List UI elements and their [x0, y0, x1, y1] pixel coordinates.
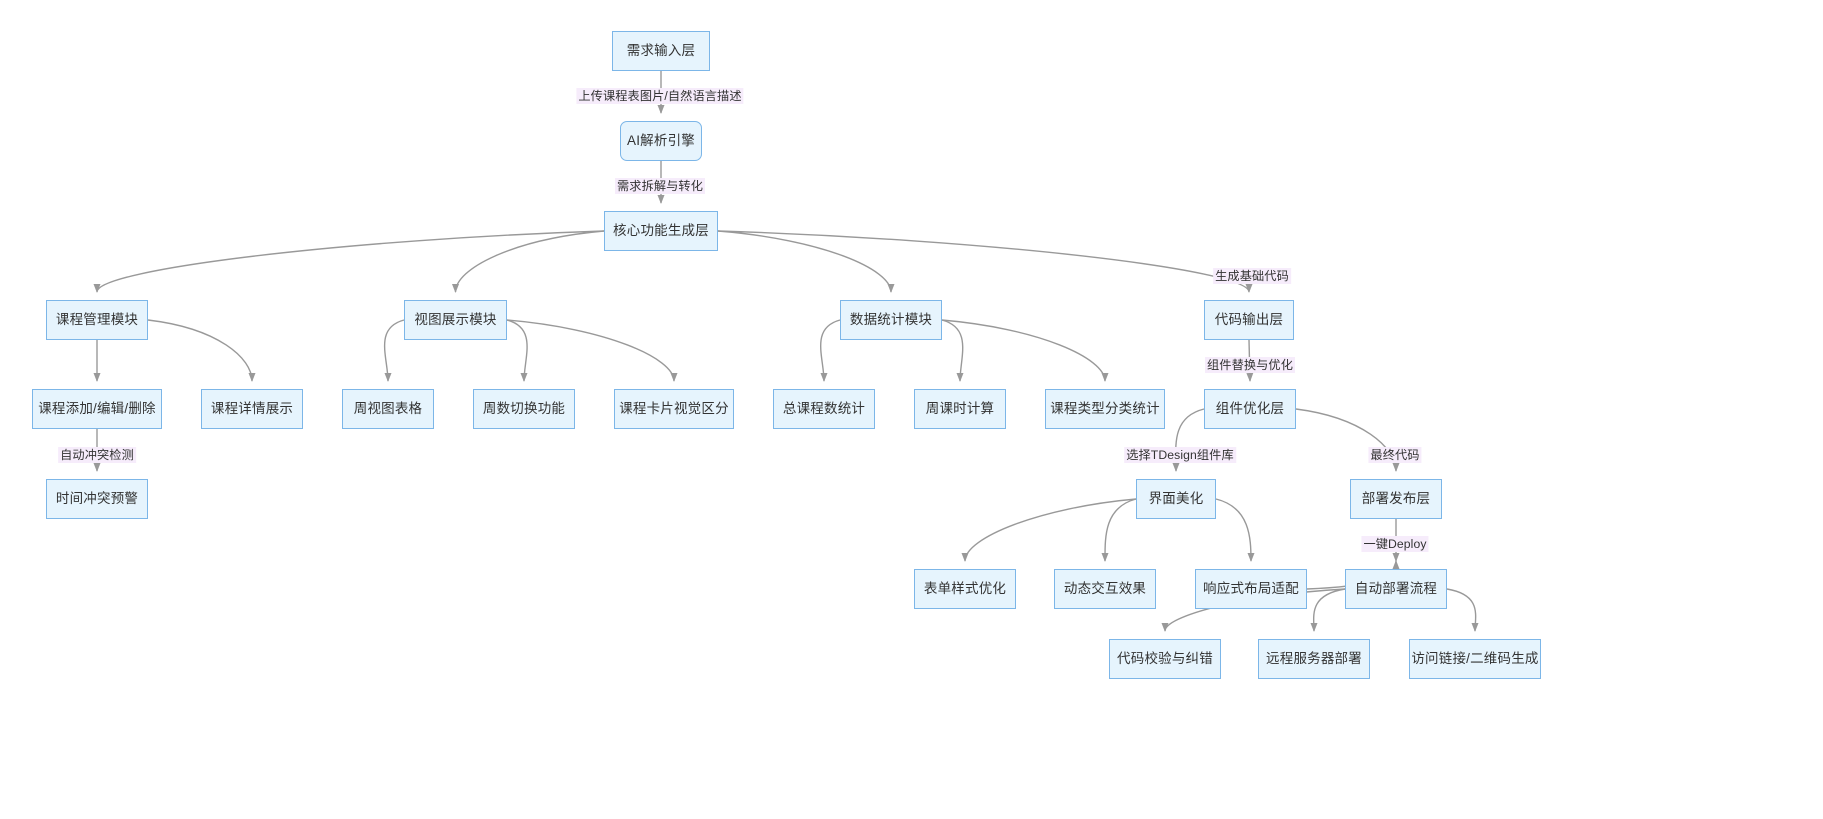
- flowchart-edge: [717, 230, 895, 293]
- node-label: 总课程数统计: [782, 401, 866, 417]
- edge-label: 上传课程表图片/自然语言描述: [576, 87, 744, 105]
- node-label: 视图展示模块: [414, 312, 497, 328]
- node-label: 远程服务器部署: [1266, 651, 1362, 667]
- flowchart-node[interactable]: 周课时计算: [914, 389, 1006, 429]
- flowchart-node[interactable]: 时间冲突预警: [46, 479, 148, 519]
- node-label: 组件优化层: [1215, 401, 1285, 417]
- flowchart-edge: [383, 319, 405, 382]
- flowchart-edge: [1215, 498, 1255, 562]
- node-label: 自动部署流程: [1354, 581, 1438, 597]
- flowchart-node[interactable]: 视图展示模块: [404, 300, 507, 340]
- node-label: 界面美化: [1148, 491, 1204, 507]
- flowchart-node[interactable]: 总课程数统计: [773, 389, 875, 429]
- flowchart-node[interactable]: 动态交互效果: [1054, 569, 1156, 609]
- flowchart-node[interactable]: 课程添加/编辑/删除: [32, 389, 162, 429]
- flowchart-node[interactable]: 周视图表格: [342, 389, 434, 429]
- flowchart-node[interactable]: 部署发布层: [1350, 479, 1442, 519]
- node-label: 代码输出层: [1214, 312, 1284, 328]
- flowchart-edge: [961, 498, 1137, 562]
- node-label: 课程类型分类统计: [1050, 401, 1160, 417]
- node-label: 时间冲突预警: [55, 491, 139, 507]
- node-label: 周数切换功能: [482, 401, 566, 417]
- edge-label: 选择TDesign组件库: [1124, 446, 1236, 464]
- flowchart-node[interactable]: 需求输入层: [612, 31, 710, 71]
- node-label: 课程添加/编辑/删除: [38, 401, 156, 417]
- flowchart-node[interactable]: 组件优化层: [1204, 389, 1296, 429]
- flowchart-node[interactable]: 访问链接/二维码生成: [1409, 639, 1541, 679]
- flowchart-node[interactable]: 课程类型分类统计: [1045, 389, 1165, 429]
- flowchart-node[interactable]: 代码输出层: [1204, 300, 1294, 340]
- node-label: 周视图表格: [353, 401, 423, 417]
- node-label: 访问链接/二维码生成: [1411, 651, 1539, 667]
- flowchart-edge: [819, 319, 841, 382]
- flowchart-node[interactable]: 数据统计模块: [840, 300, 942, 340]
- flowchart-node[interactable]: 自动部署流程: [1345, 569, 1447, 609]
- node-label: 代码校验与纠错: [1117, 651, 1213, 667]
- flowchart-node[interactable]: 课程卡片视觉区分: [614, 389, 734, 429]
- node-label: 动态交互效果: [1063, 581, 1147, 597]
- node-label: 课程管理模块: [55, 312, 139, 328]
- edge-label: 一键Deploy: [1361, 535, 1429, 553]
- flowchart-edge: [93, 230, 605, 293]
- node-label: 数据统计模块: [849, 312, 933, 328]
- flowchart-node[interactable]: AI解析引擎: [620, 121, 702, 161]
- flowchart-edge: [1101, 498, 1137, 562]
- flowchart-edge: [717, 230, 1253, 293]
- flowchart-node[interactable]: 表单样式优化: [914, 569, 1016, 609]
- node-label: 表单样式优化: [923, 581, 1007, 597]
- node-label: 部署发布层: [1361, 491, 1431, 507]
- flowchart-edge: [1310, 588, 1346, 632]
- edge-label: 组件替换与优化: [1204, 356, 1296, 374]
- edge-label: 需求拆解与转化: [614, 177, 706, 195]
- flowchart-edge: [941, 319, 1109, 382]
- node-label: 响应式布局适配: [1203, 581, 1299, 597]
- node-label: 课程详情展示: [210, 401, 294, 417]
- flowchart-node[interactable]: 课程管理模块: [46, 300, 148, 340]
- flowchart-node[interactable]: 代码校验与纠错: [1109, 639, 1221, 679]
- flowchart-node[interactable]: 远程服务器部署: [1258, 639, 1370, 679]
- flowchart-node[interactable]: 周数切换功能: [473, 389, 575, 429]
- flowchart-node[interactable]: 响应式布局适配: [1195, 569, 1307, 609]
- flowchart-edge: [1446, 588, 1479, 632]
- edge-label: 生成基础代码: [1213, 267, 1291, 285]
- flowchart-edge: [506, 319, 528, 382]
- flowchart-node[interactable]: 界面美化: [1136, 479, 1216, 519]
- flowchart-node[interactable]: 课程详情展示: [201, 389, 303, 429]
- flowchart-edge: [941, 319, 964, 382]
- edge-label: 最终代码: [1368, 446, 1422, 464]
- flowchart-edge: [452, 230, 605, 293]
- edge-label: 自动冲突检测: [58, 446, 136, 464]
- flowchart-edge: [147, 319, 256, 382]
- node-label: 核心功能生成层: [613, 223, 709, 239]
- node-label: 周课时计算: [925, 401, 995, 417]
- node-label: 需求输入层: [626, 43, 696, 59]
- node-label: AI解析引擎: [627, 133, 695, 149]
- flowchart-edge: [506, 319, 678, 382]
- flowchart-node[interactable]: 核心功能生成层: [604, 211, 718, 251]
- node-label: 课程卡片视觉区分: [619, 401, 729, 417]
